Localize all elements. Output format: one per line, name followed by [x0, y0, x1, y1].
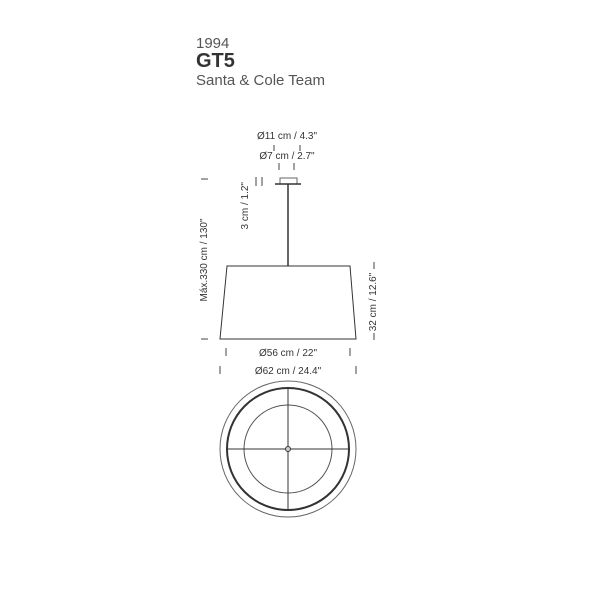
canopy-inner-label: Ø7 cm / 2.7": [259, 151, 315, 162]
dimension-ticks: [201, 145, 375, 374]
canopy: [279, 177, 298, 185]
lamp-shade: [219, 265, 357, 340]
shade-top-diameter-label: Ø56 cm / 22": [259, 348, 317, 359]
canopy-outer-label: Ø11 cm / 4.3": [257, 131, 318, 142]
max-height-label: Máx.330 cm / 130": [199, 218, 210, 301]
model-name: GT5: [196, 50, 235, 72]
canopy-height-label: 3 cm / 1.2": [240, 182, 251, 230]
shade-height-label: 32 cm / 12.6": [368, 272, 379, 331]
plan-outer-circle: [219, 380, 357, 518]
year: 1994: [196, 35, 230, 52]
plan-center-hub: [285, 446, 291, 452]
shade-bottom-diameter-label: Ø62 cm / 24.4": [255, 366, 322, 377]
designer: Santa & Cole Team: [196, 72, 325, 89]
